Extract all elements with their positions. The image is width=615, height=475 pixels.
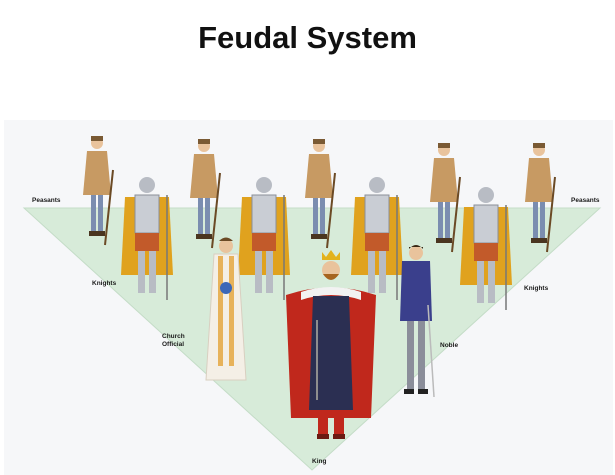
label-peasants-right: Peasants — [571, 197, 600, 205]
label-church-line2: Official — [162, 341, 185, 349]
label-king: King — [312, 458, 326, 466]
label-knights-left: Knights — [92, 280, 116, 288]
pyramid-svg — [4, 120, 613, 475]
diagram-title: Feudal System — [0, 20, 615, 56]
label-church-line1: Church — [162, 333, 185, 341]
feudal-pyramid-illustration: Peasants Peasants Knights Knights Church… — [4, 120, 613, 475]
label-church-official: Church Official — [162, 333, 185, 349]
label-knights-right: Knights — [524, 285, 548, 293]
label-peasants-left: Peasants — [32, 197, 61, 205]
label-noble: Noble — [440, 342, 458, 350]
